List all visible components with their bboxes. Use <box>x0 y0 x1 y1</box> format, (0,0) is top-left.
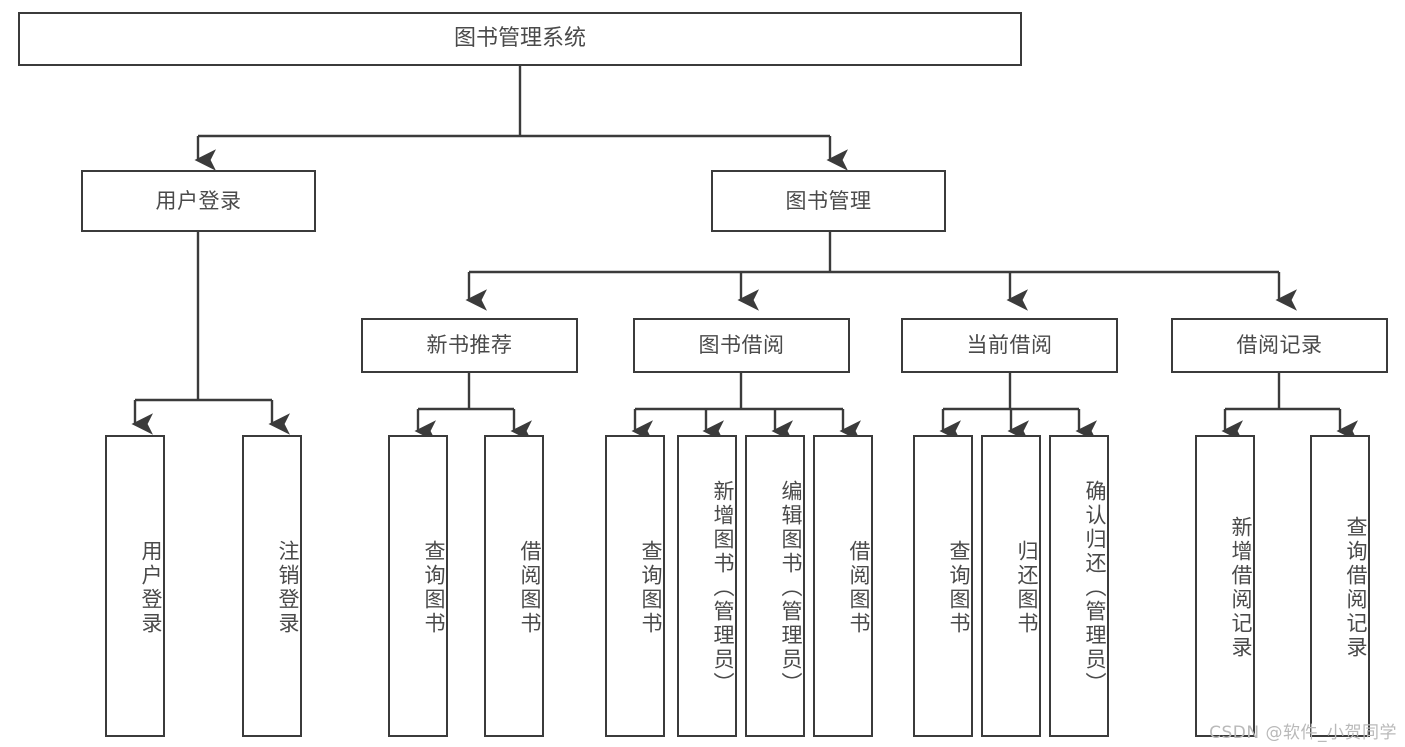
node-root-book-management-system[interactable]: 图书管理系统 <box>18 12 1022 66</box>
node-user-login[interactable]: 用户登录 <box>81 170 316 232</box>
node-current-borrow[interactable]: 当前借阅 <box>901 318 1118 373</box>
leaf-user-login-signout[interactable]: 注销登录 <box>242 435 302 737</box>
node-label: 新增图书（管理员） <box>711 480 735 696</box>
node-label: 查询图书 <box>639 540 663 636</box>
node-book-borrow[interactable]: 图书借阅 <box>633 318 850 373</box>
node-book-management[interactable]: 图书管理 <box>711 170 946 232</box>
leaf-current-borrow-return[interactable]: 归还图书 <box>981 435 1041 737</box>
node-label: 当前借阅 <box>966 333 1053 358</box>
node-label: 借阅图书 <box>847 540 871 636</box>
leaf-new-book-borrow[interactable]: 借阅图书 <box>484 435 544 737</box>
leaf-borrow-record-query[interactable]: 查询借阅记录 <box>1310 435 1370 737</box>
node-label: 图书管理系统 <box>453 26 586 52</box>
leaf-book-borrow-edit[interactable]: 编辑图书（管理员） <box>745 435 805 737</box>
leaf-current-borrow-query[interactable]: 查询图书 <box>913 435 973 737</box>
node-label: 查询借阅记录 <box>1344 516 1368 660</box>
node-label: 查询图书 <box>422 540 446 636</box>
leaf-current-borrow-confirm-return[interactable]: 确认归还（管理员） <box>1049 435 1109 737</box>
node-label: 确认归还（管理员） <box>1083 480 1107 696</box>
watermark: CSDN @软件_小贺同学 <box>1209 723 1397 743</box>
node-label: 新增借阅记录 <box>1229 516 1253 660</box>
leaf-new-book-query[interactable]: 查询图书 <box>388 435 448 737</box>
node-label: 借阅图书 <box>518 540 542 636</box>
node-label: 用户登录 <box>155 188 242 213</box>
leaf-user-login-signin[interactable]: 用户登录 <box>105 435 165 737</box>
leaf-book-borrow-borrow[interactable]: 借阅图书 <box>813 435 873 737</box>
node-new-book-recommend[interactable]: 新书推荐 <box>361 318 578 373</box>
node-label: 图书借阅 <box>698 333 785 358</box>
leaf-book-borrow-add[interactable]: 新增图书（管理员） <box>677 435 737 737</box>
leaf-borrow-record-add[interactable]: 新增借阅记录 <box>1195 435 1255 737</box>
node-label: 新书推荐 <box>426 333 513 358</box>
node-label: 用户登录 <box>139 540 163 636</box>
node-label: 编辑图书（管理员） <box>779 480 803 696</box>
node-label: 查询图书 <box>947 540 971 636</box>
leaf-book-borrow-query[interactable]: 查询图书 <box>605 435 665 737</box>
node-borrow-record[interactable]: 借阅记录 <box>1171 318 1388 373</box>
node-label: 归还图书 <box>1015 540 1039 636</box>
node-label: 图书管理 <box>785 188 872 213</box>
node-label: 注销登录 <box>276 540 300 636</box>
node-label: 借阅记录 <box>1236 333 1323 358</box>
